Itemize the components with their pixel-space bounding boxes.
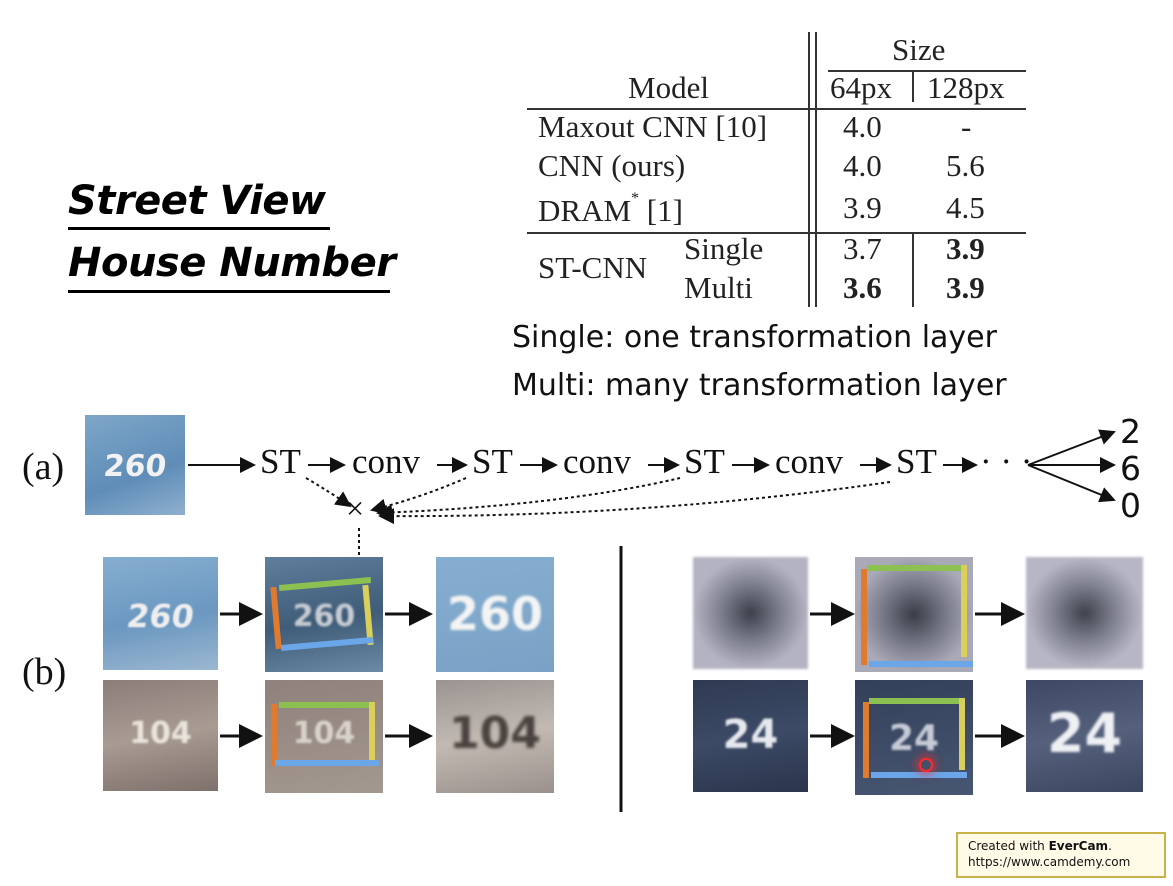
b-right-r1-input — [693, 557, 808, 669]
col-128px-header: 128px — [927, 70, 1005, 105]
table-section-rule — [527, 232, 1026, 234]
box-bottom — [871, 772, 967, 778]
pipe-conv-2: conv — [563, 442, 632, 481]
box-right — [369, 702, 375, 762]
row-maxout-model: Maxout CNN [10] — [538, 109, 768, 144]
box-top — [279, 702, 371, 708]
row-cnn-64: 4.0 — [843, 148, 882, 183]
row-single-64: 3.7 — [843, 231, 882, 266]
b-left-r2-output: 104 — [436, 680, 554, 793]
output-digit-2: 2 — [1120, 412, 1141, 451]
b-left-r1-transform: 260 — [265, 557, 383, 672]
row-maxout-128: - — [961, 109, 972, 144]
col-64px-header: 64px — [830, 70, 892, 105]
table-vrule-1 — [808, 32, 810, 307]
pipe-st-4: ST — [896, 442, 937, 481]
b-right-r1-transform — [855, 557, 973, 672]
b-right-r2-output: 24 — [1026, 680, 1143, 792]
dotted-st3-multiply — [376, 477, 681, 521]
row-cnn-128: 5.6 — [946, 148, 985, 183]
pipe-st-1: ST — [260, 442, 301, 481]
b-left-r2-transform: 104 — [265, 680, 383, 793]
title-line-2: House Number — [68, 240, 396, 286]
output-digit-0: 0 — [1120, 486, 1141, 525]
cursor-marker — [919, 758, 933, 772]
box-bottom — [275, 760, 379, 766]
label-a: (a) — [22, 446, 65, 488]
row-multi-64: 3.6 — [843, 270, 882, 305]
row-stcnn-label: ST-CNN — [538, 250, 648, 285]
b-right-r2-transform: 24 — [855, 680, 973, 795]
b-left-r2-input: 104 — [103, 680, 218, 791]
b-right-r2-input: 24 — [693, 680, 808, 792]
box-top — [869, 698, 961, 704]
title-line-1: Street View — [68, 178, 326, 224]
table-vrule-header — [912, 72, 914, 102]
pipe-st-3: ST — [684, 442, 725, 481]
box-bottom — [280, 637, 374, 651]
b-right-r1-output — [1026, 557, 1143, 669]
title-underline-1 — [68, 227, 330, 230]
size-header: Size — [892, 32, 946, 67]
dotted-st1-multiply — [305, 477, 352, 508]
table-vrule-2 — [815, 32, 817, 307]
evercam-watermark: Created with EverCam. https://www.camdem… — [956, 832, 1166, 878]
output-digit-6: 6 — [1120, 449, 1141, 488]
box-top — [278, 577, 372, 591]
title-underline-2 — [68, 290, 390, 293]
row-dram-128: 4.5 — [946, 190, 985, 225]
box-left — [863, 702, 869, 778]
row-multi-label: Multi — [684, 270, 753, 305]
box-bottom — [869, 661, 973, 667]
row-cnn-model: CNN (ours) — [538, 148, 686, 183]
row-single-label: Single — [684, 231, 764, 266]
note-multi: Multi: many transformation layer — [512, 368, 1007, 403]
row-multi-128: 3.9 — [946, 270, 985, 305]
row-maxout-64: 4.0 — [843, 109, 882, 144]
b-left-r1-output: 260 — [436, 557, 554, 672]
pipe-conv-3: conv — [775, 442, 844, 481]
dotted-st2-multiply — [370, 477, 467, 515]
row-dram-model: DRAM* [1] — [538, 190, 683, 228]
arrow-out-2 — [1027, 429, 1116, 466]
watermark-line-1: Created with EverCam. — [968, 839, 1112, 853]
pipe-conv-1: conv — [352, 442, 421, 481]
pipe-dots: · · · — [980, 442, 1033, 481]
pipe-st-2: ST — [472, 442, 513, 481]
note-single: Single: one transformation layer — [512, 320, 997, 355]
model-header: Model — [628, 70, 709, 105]
label-b: (b) — [22, 651, 67, 693]
box-top — [867, 565, 965, 571]
table-header-rule — [527, 108, 1026, 110]
b-left-r1-input: 260 — [103, 557, 218, 670]
row-single-128: 3.9 — [946, 231, 985, 266]
table-size-rule — [828, 70, 1026, 72]
row-dram-64: 3.9 — [843, 190, 882, 225]
dotted-st4-multiply — [378, 481, 891, 525]
arrow-out-0 — [1027, 464, 1116, 503]
box-left — [861, 569, 867, 665]
box-right — [959, 698, 965, 770]
table-vrule-stcnn — [912, 233, 914, 307]
box-right — [961, 565, 967, 657]
box-left — [271, 704, 277, 766]
input-image-a: 260 — [85, 415, 185, 515]
watermark-line-2: https://www.camdemy.com — [968, 855, 1131, 869]
